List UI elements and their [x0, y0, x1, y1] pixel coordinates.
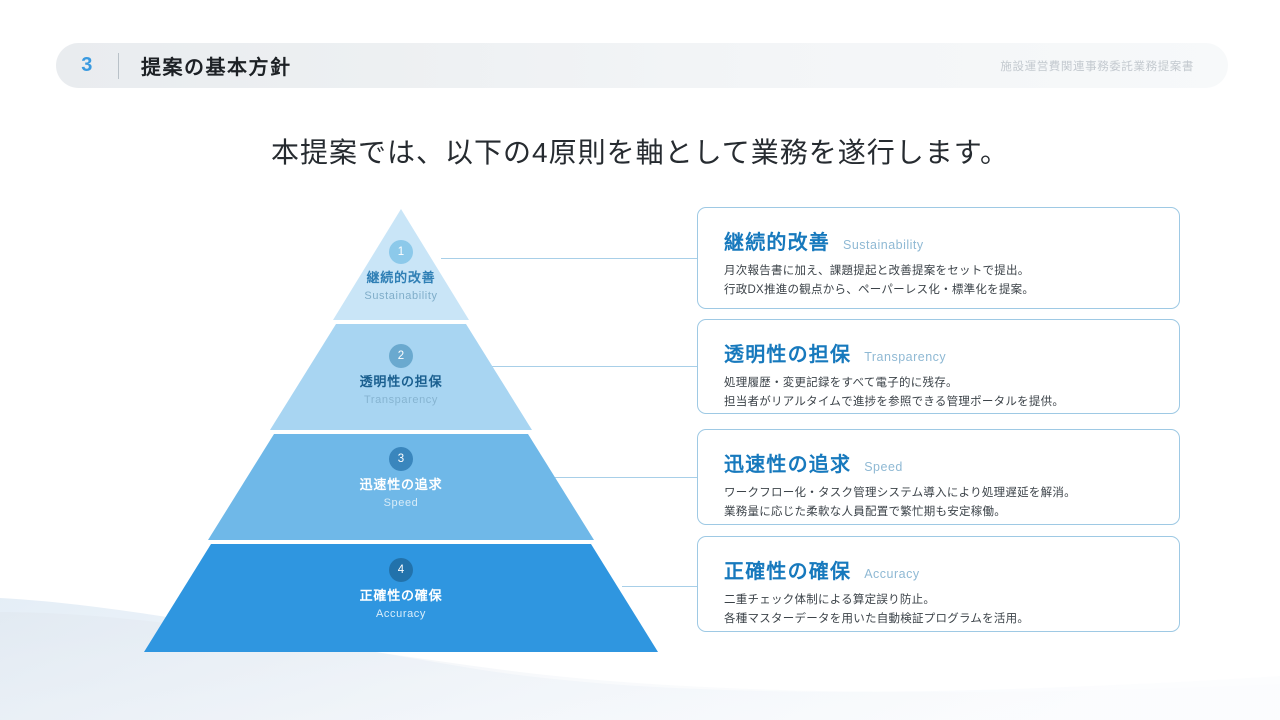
principle-card-3-line1: ワークフロー化・タスク管理システム導入により処理遅延を解消。 [724, 487, 1076, 499]
principle-card-3-line2: 業務量に応じた柔軟な人員配置で繁忙期も安定稼働。 [724, 505, 1006, 518]
principle-card-1-head: 継続的改善 Sustainability [724, 226, 1157, 255]
principle-card-4-line2: 各種マスターデータを用いた自動検証プログラムを活用。 [724, 612, 1030, 625]
principle-card-1-line1: 月次報告書に加え、課題提起と改善提案をセットで提出。 [724, 265, 1030, 277]
pyramid-layer-3-shape [208, 434, 594, 540]
principle-card-2-head: 透明性の担保 Transparency [724, 338, 1157, 367]
document-name: 施設運営費関連事務委託業務提案書 [1000, 60, 1194, 73]
principle-card-2-line1: 処理履歴・変更記録をすべて電子的に残存。 [724, 377, 958, 389]
connector-line-3 [555, 477, 699, 478]
principle-card-3-title: 迅速性の追求 [724, 454, 852, 476]
principle-card-1[interactable]: 継続的改善 Sustainability 月次報告書に加え、課題提起と改善提案を… [697, 207, 1180, 309]
page-title: 提案の基本方針 [141, 57, 292, 79]
principle-card-4[interactable]: 正確性の確保 Accuracy 二重チェック体制による算定誤り防止。 各種マスタ… [697, 536, 1180, 632]
principle-card-2-subtitle: Transparency [864, 350, 947, 364]
pyramid-layer-2-shape [270, 324, 532, 430]
pyramid-diagram: 1 継続的改善 Sustainability 2 透明性の担保 Transpar… [110, 198, 700, 668]
principle-card-3-head: 迅速性の追求 Speed [724, 448, 1157, 477]
connector-line-1 [441, 258, 699, 259]
principle-card-3-subtitle: Speed [864, 460, 903, 474]
principle-card-2-title: 透明性の担保 [724, 344, 852, 366]
connector-line-2 [492, 366, 699, 367]
principle-card-1-title: 継続的改善 [724, 232, 830, 254]
lead-sentence: 本提案では、以下の4原則を軸として業務を遂行します。 [271, 137, 1009, 168]
principle-card-4-line1: 二重チェック体制による算定誤り防止。 [724, 594, 936, 606]
principle-card-1-subtitle: Sustainability [843, 238, 924, 252]
principle-card-2-line2: 担当者がリアルタイムで進捗を参照できる管理ポータルを提供。 [724, 395, 1065, 408]
principle-card-2[interactable]: 透明性の担保 Transparency 処理履歴・変更記録をすべて電子的に残存。… [697, 319, 1180, 414]
pyramid-layer-1-shape [333, 209, 469, 320]
connector-line-4 [622, 586, 699, 587]
section-header-bar: 3 提案の基本方針 施設運営費関連事務委託業務提案書 [56, 43, 1228, 88]
principle-card-3[interactable]: 迅速性の追求 Speed ワークフロー化・タスク管理システム導入により処理遅延を… [697, 429, 1180, 525]
header-divider [118, 52, 119, 79]
section-number: 3 [81, 54, 93, 76]
principle-card-4-title: 正確性の確保 [724, 561, 852, 583]
pyramid-layer-4-shape [144, 544, 658, 652]
principle-card-4-subtitle: Accuracy [864, 567, 920, 581]
pyramid-shapes [144, 209, 658, 652]
principle-card-4-head: 正確性の確保 Accuracy [724, 555, 1157, 584]
principle-card-1-line2: 行政DX推進の観点から、ペーパーレス化・標準化を提案。 [724, 283, 1035, 296]
